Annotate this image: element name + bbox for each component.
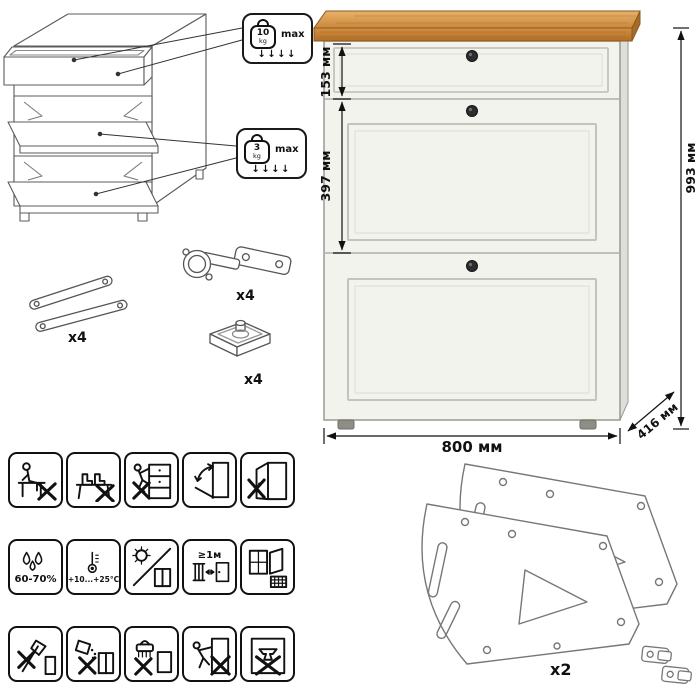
pictogram-no-liquids (66, 626, 121, 682)
lid-stay-qty: x4 (68, 330, 87, 346)
callout-lines (71, 27, 243, 197)
no-pushing-icon (192, 637, 231, 676)
foot-qty: x4 (244, 372, 263, 388)
flap1-panel (347, 123, 597, 241)
drawer-load-unit: kg (259, 37, 267, 45)
dim-drawer-height: 153 мм (318, 47, 333, 98)
no-climbing-icon (131, 463, 171, 500)
no-sitting-icon (17, 462, 57, 501)
no-door-hanging-icon (246, 461, 287, 501)
wood-top (313, 10, 641, 29)
lid-stay-illustration (29, 275, 128, 332)
assembly-wireframe-drawing (3, 13, 292, 357)
drawer-front (333, 47, 609, 93)
down-arrows-icon: ↓↓↓↓ (251, 164, 292, 175)
flap-max-label: max (275, 143, 299, 155)
weight-handle-icon (251, 134, 263, 142)
drawer-load-badge: 10 kg max ↓↓↓↓ (242, 13, 313, 64)
flap-load-value: 3 (253, 143, 261, 153)
weight-icon: 3 kg (244, 134, 270, 164)
dimension-lines (323, 27, 689, 444)
no-spill-icon (74, 639, 114, 675)
no-anvil-icon (250, 637, 285, 676)
drawer-knob (466, 50, 478, 62)
side-panel-drawing (421, 463, 692, 684)
dim-total-height: 993 мм (683, 143, 698, 194)
no-sunlight-icon (131, 546, 171, 588)
down-arrows-icon: ↓↓↓↓ (257, 49, 298, 60)
no-standing-icon (75, 473, 115, 502)
pictogram-ventilation (240, 539, 295, 595)
window-ventilation-icon (248, 547, 287, 589)
flap-load-badge: 3 kg max ↓↓↓↓ (236, 128, 307, 179)
radiator-distance-icon (192, 561, 229, 582)
pictogram-no-standing (66, 452, 121, 508)
temperature-label: +10...+25°С (67, 574, 120, 584)
flap2-panel (347, 278, 597, 401)
cabinet-foot (337, 419, 355, 430)
panel-bracket (641, 645, 692, 684)
no-brush-icon (133, 640, 172, 676)
distance-label: ≥1м (197, 549, 222, 561)
pictogram-row-1 (8, 452, 295, 508)
drawer-max-label: max (281, 28, 305, 40)
pictogram-no-heavy-items (240, 626, 295, 682)
pictogram-humidity-range: 60-70% (8, 539, 63, 595)
cabinet-render: 153 мм 397 мм 993 мм 800 мм 416 мм (313, 10, 698, 456)
pictogram-no-abrasives (124, 626, 179, 682)
pictogram-no-dragging (182, 626, 237, 682)
dim-flap-height: 397 мм (318, 151, 333, 202)
drawer-load-value: 10 (256, 28, 270, 38)
no-axe-icon (16, 639, 56, 676)
humidity-label: 60-70% (14, 573, 57, 585)
pictogram-flap-opening (182, 452, 237, 508)
pictogram-no-sharp-objects (8, 626, 63, 682)
water-drops-icon (22, 551, 42, 571)
hinge-qty: x4 (236, 288, 255, 304)
pictogram-no-direct-sunlight (124, 539, 179, 595)
weight-icon: 10 kg (250, 19, 276, 49)
pictogram-heater-distance: ≥1м (182, 539, 237, 595)
pictogram-row-3 (8, 626, 295, 682)
pictogram-temperature-range: +10...+25°С (66, 539, 121, 595)
wireframe-cabinet (3, 13, 207, 222)
pictogram-no-sitting (8, 452, 63, 508)
side-panel-qty: x2 (550, 660, 572, 679)
flap-load-unit: kg (253, 152, 261, 160)
cabinet-body (313, 10, 641, 430)
pictogram-row-2: 60-70% +10...+25°С ≥1м (8, 539, 295, 595)
pictogram-no-climbing (124, 452, 179, 508)
dim-width: 800 мм (441, 438, 502, 456)
foot-illustration (209, 319, 271, 357)
thermometer-icon (87, 551, 99, 573)
pictogram-no-door-hanging (240, 452, 295, 508)
flap-opening-icon (193, 461, 229, 499)
hinge-illustration (182, 246, 292, 281)
flap2-knob (466, 260, 478, 272)
cabinet-foot (579, 419, 597, 430)
weight-handle-icon (257, 19, 269, 27)
flap1-knob (466, 105, 478, 117)
